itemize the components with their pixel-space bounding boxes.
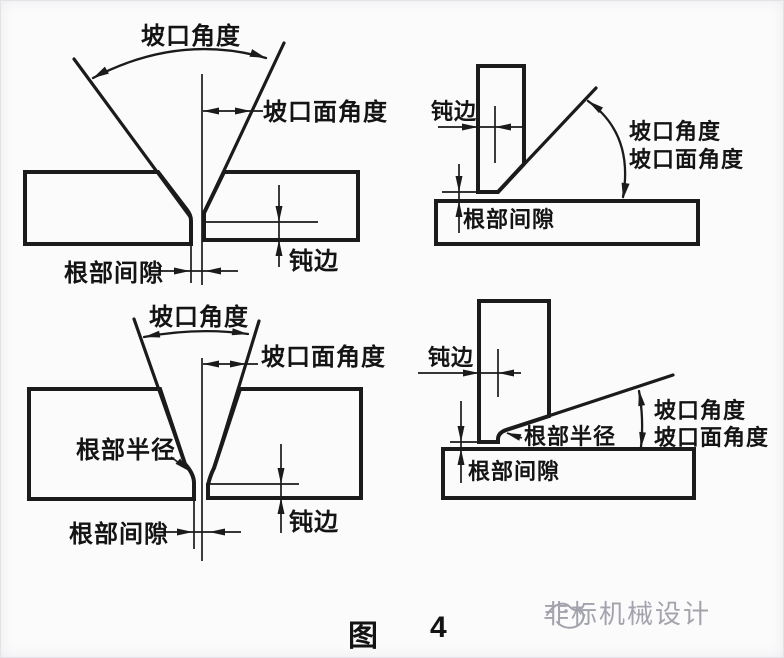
watermark: 非标机械设计 <box>543 594 711 631</box>
label-root-gap: 根部间隙 <box>69 520 169 548</box>
diagram-v-groove-butt-joint: 坡口角度 坡口面角度 根部间隙 钝边 <box>23 22 388 287</box>
label-root-gap: 根部间隙 <box>64 259 164 287</box>
figure-caption-prefix: 图 <box>348 620 378 653</box>
diagram-j-groove-tee-joint: 钝边 根部半径 根部间隙 坡口角度 坡口面角度 <box>418 299 769 500</box>
groove-angle-arc <box>91 47 268 80</box>
label-root-gap: 根部间隙 <box>463 207 555 232</box>
diagram-u-groove-butt-joint: 坡口角度 坡口面角度 根部半径 钝边 根部间隙 <box>27 303 386 561</box>
label-root-radius: 根部半径 <box>524 424 616 449</box>
figure-caption-number: 4 <box>430 611 447 644</box>
diagram-bevel-tee-joint: 钝边 根部间隙 坡口角度 坡口面角度 <box>431 64 744 246</box>
dimension-lines <box>438 106 523 233</box>
label-groove-face-angle: 坡口面角度 <box>629 147 744 172</box>
label-groove-angle: 坡口角度 <box>629 119 721 144</box>
bevel-line <box>496 86 598 194</box>
label-groove-face-angle: 坡口面角度 <box>654 425 769 450</box>
bevel-line <box>504 373 675 432</box>
bevel-lines <box>72 41 286 220</box>
watermark-logo-icon <box>546 602 585 629</box>
dimension-lines <box>158 74 318 285</box>
groove-angle-arc <box>586 99 627 199</box>
label-groove-angle: 坡口角度 <box>149 303 249 331</box>
label-root-face: 钝边 <box>289 509 339 536</box>
label-groove-face-angle: 坡口面角度 <box>261 343 386 371</box>
label-root-face: 钝边 <box>289 248 339 275</box>
figure-canvas: 坡口角度 坡口面角度 根部间隙 钝边 钝边 根部间隙 坡口角度 坡口面角度 坡口… <box>23 22 769 561</box>
label-root-gap: 根部间隙 <box>468 459 560 484</box>
label-root-face: 钝边 <box>428 345 474 370</box>
label-root-radius: 根部半径 <box>76 436 176 464</box>
label-groove-face-angle: 坡口面角度 <box>263 98 388 126</box>
watermark-text: 非标机械设计 <box>543 599 712 629</box>
bevel-lines <box>132 317 261 470</box>
figure-caption: 图 4 <box>348 611 447 655</box>
label-groove-angle: 坡口角度 <box>654 398 746 423</box>
label-root-face: 钝边 <box>431 99 477 124</box>
label-groove-angle: 坡口角度 <box>141 22 241 50</box>
plate-outlines <box>23 170 360 246</box>
